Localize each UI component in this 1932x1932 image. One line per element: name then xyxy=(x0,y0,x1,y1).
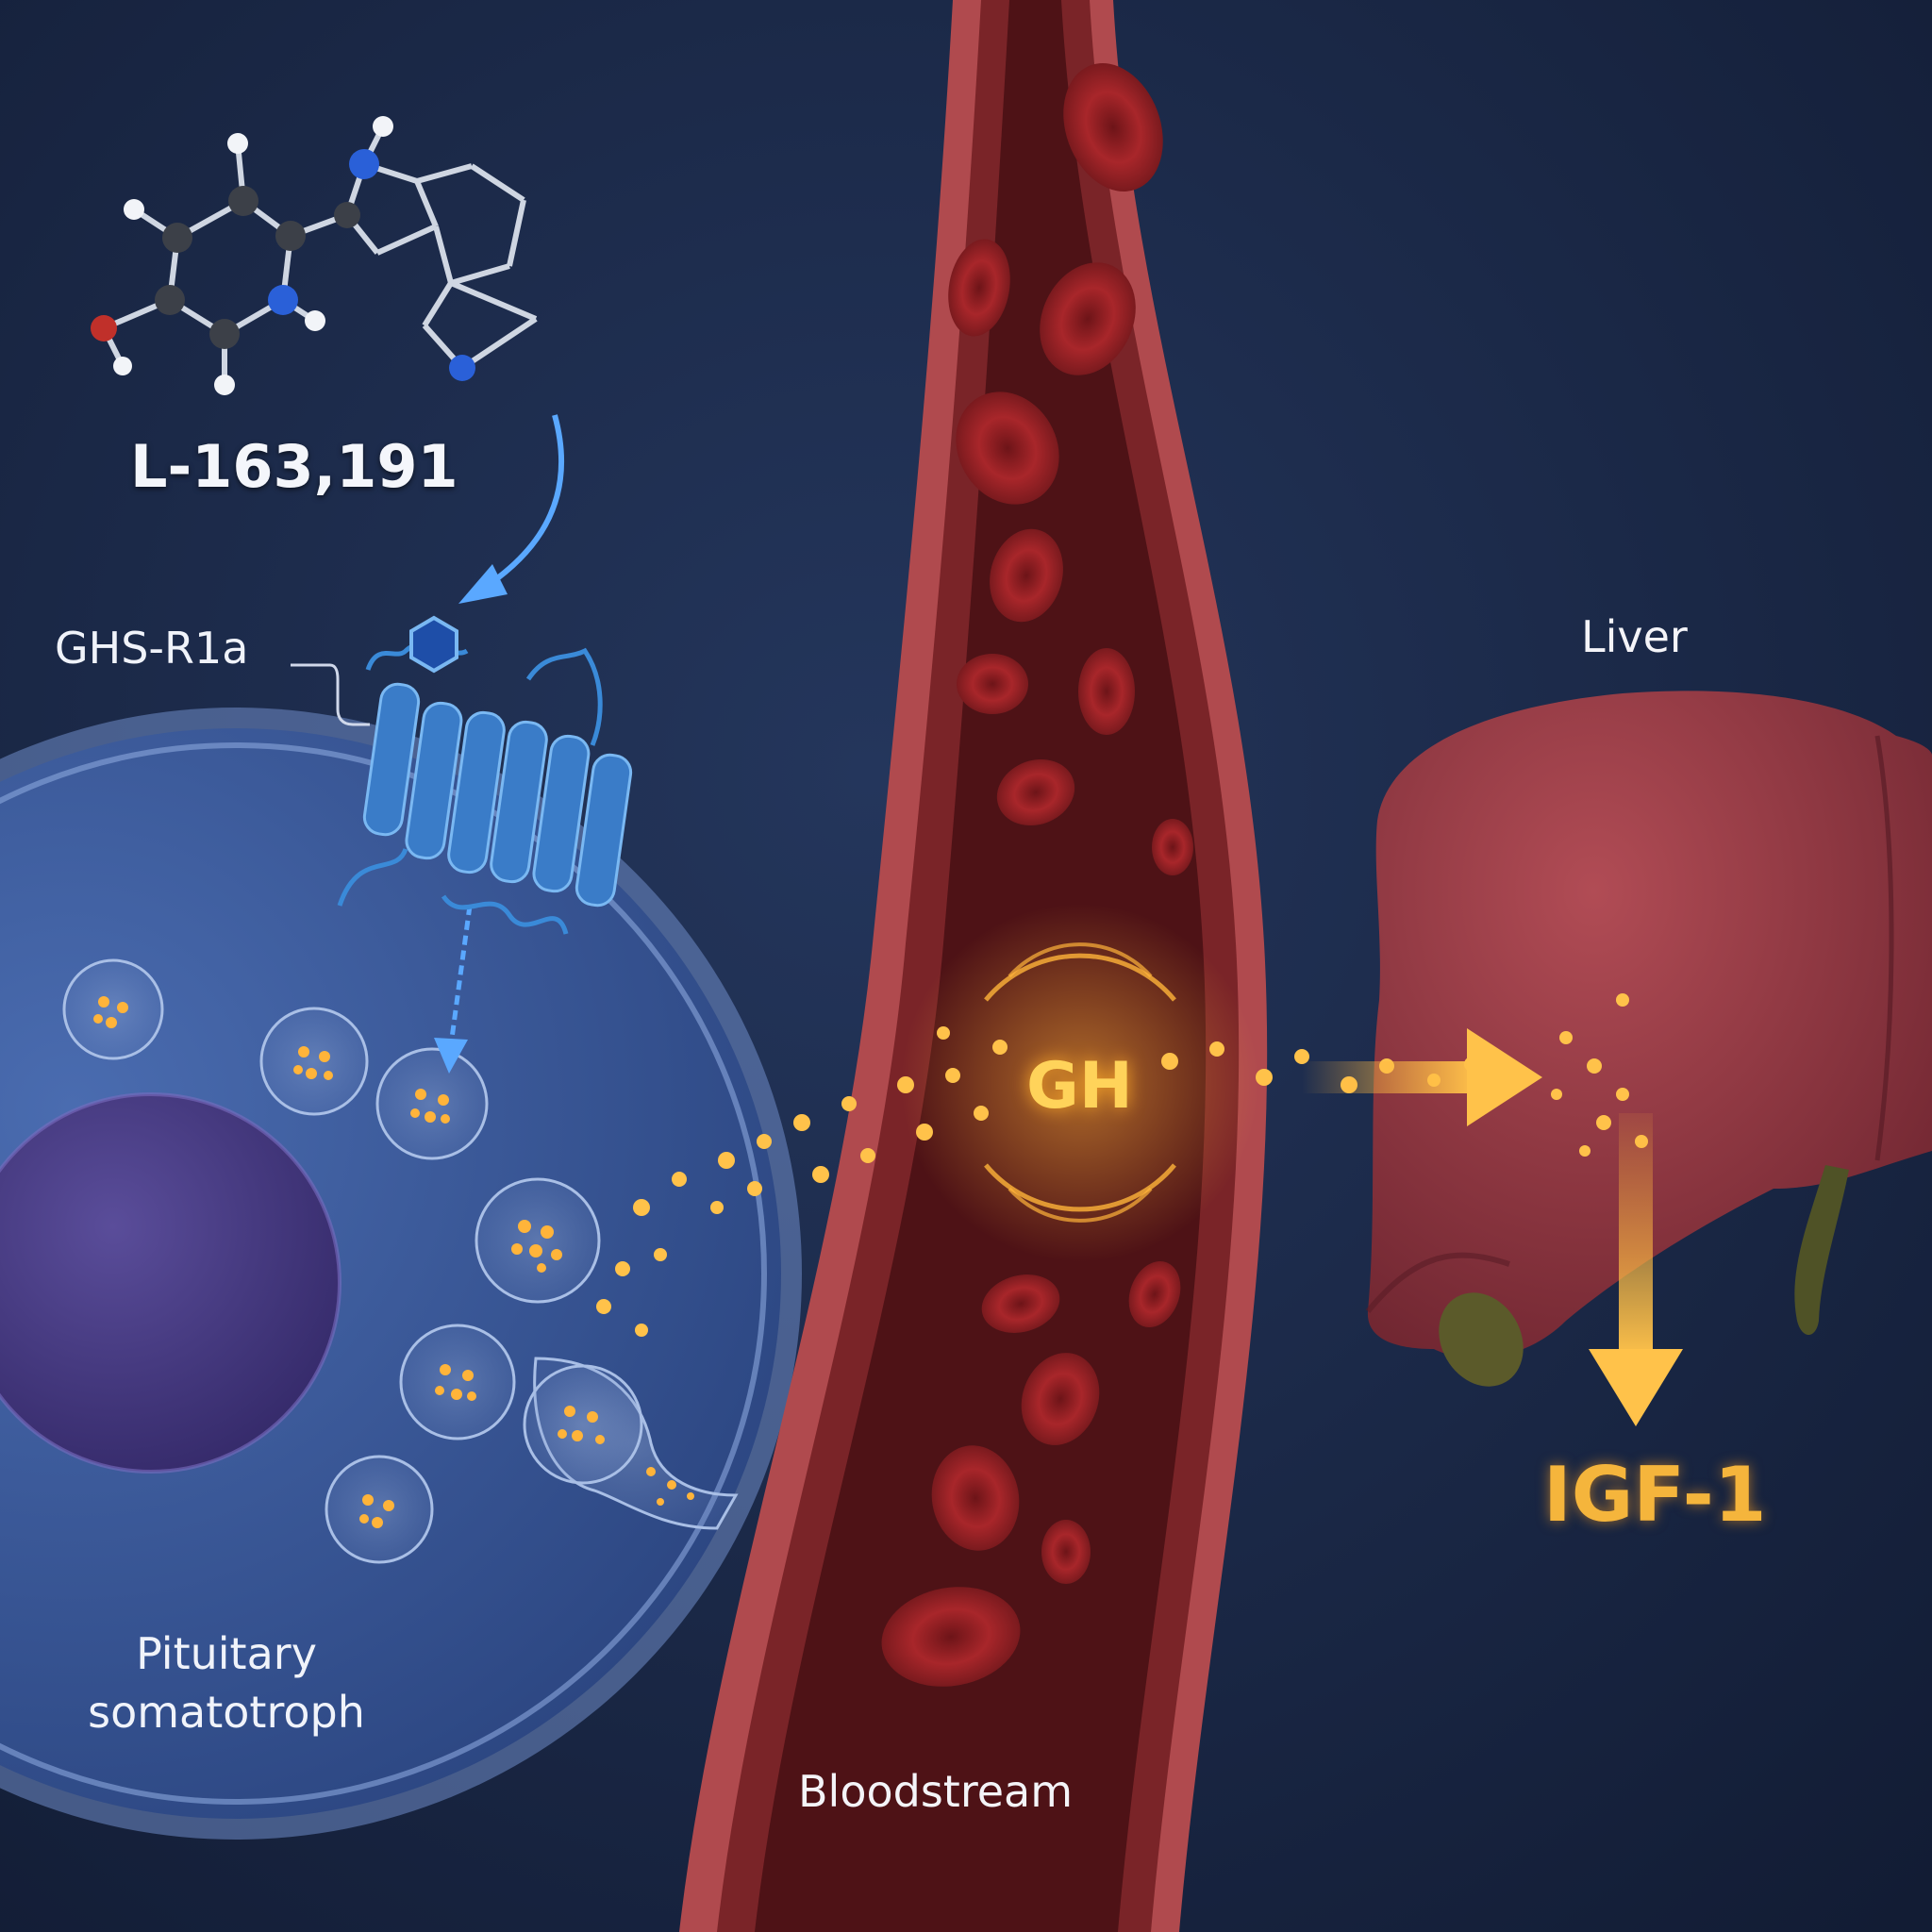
liver xyxy=(1365,691,1932,1387)
bloodstream-label: Bloodstream xyxy=(798,1766,1074,1817)
liver-label: Liver xyxy=(1581,611,1688,662)
red-blood-cell xyxy=(1128,1261,1181,1327)
cell-label-line1: Pituitary xyxy=(136,1628,317,1679)
arrow-liver-to-igf1 xyxy=(1589,1113,1683,1426)
vesicle xyxy=(475,1177,601,1304)
red-blood-cell xyxy=(931,1445,1020,1551)
ghs-r1a-receptor xyxy=(337,615,633,935)
igf1-label: IGF-1 xyxy=(1543,1451,1767,1539)
nucleus xyxy=(0,1094,340,1472)
vesicle xyxy=(259,1007,369,1116)
pituitary-cell xyxy=(0,708,802,1840)
arrow-receptor-to-vesicle xyxy=(434,905,473,1074)
vesicle xyxy=(375,1047,489,1160)
gh-label: GH xyxy=(1026,1049,1133,1124)
red-blood-cell xyxy=(1040,262,1136,375)
red-blood-cell xyxy=(1152,819,1193,875)
arrow-drug-to-receptor xyxy=(458,414,564,604)
red-blood-cell xyxy=(1063,63,1163,192)
red-blood-cell xyxy=(981,1274,1060,1333)
gallbladder xyxy=(1439,1292,1524,1387)
l-163191-molecule xyxy=(91,116,538,395)
bile-duct xyxy=(1794,1165,1849,1335)
exocytosing-vesicle xyxy=(523,1357,739,1530)
red-blood-cell xyxy=(957,654,1028,714)
vesicle xyxy=(399,1324,516,1441)
red-blood-cells xyxy=(881,63,1193,1687)
red-blood-cell xyxy=(956,391,1059,505)
red-blood-cell xyxy=(1078,648,1135,735)
red-blood-cell xyxy=(948,239,1010,337)
arrow-gh-to-liver xyxy=(1302,1028,1542,1126)
secretory-vesicles xyxy=(62,958,739,1564)
receptor-label: GHS-R1a xyxy=(55,623,249,674)
drug-label: L-163,191 xyxy=(130,432,458,501)
red-blood-cell xyxy=(990,528,1063,623)
cell-label: Pituitary somatotroph xyxy=(57,1624,396,1741)
receptor-leader-line xyxy=(291,663,370,726)
red-blood-cell xyxy=(996,758,1075,826)
vesicle xyxy=(325,1455,434,1564)
vesicle xyxy=(62,958,164,1060)
gh-signal xyxy=(901,904,1259,1262)
red-blood-cell xyxy=(1021,1353,1100,1445)
red-blood-cell xyxy=(881,1587,1021,1687)
red-blood-cell xyxy=(1041,1520,1091,1584)
cell-label-line2: somatotroph xyxy=(88,1687,365,1738)
